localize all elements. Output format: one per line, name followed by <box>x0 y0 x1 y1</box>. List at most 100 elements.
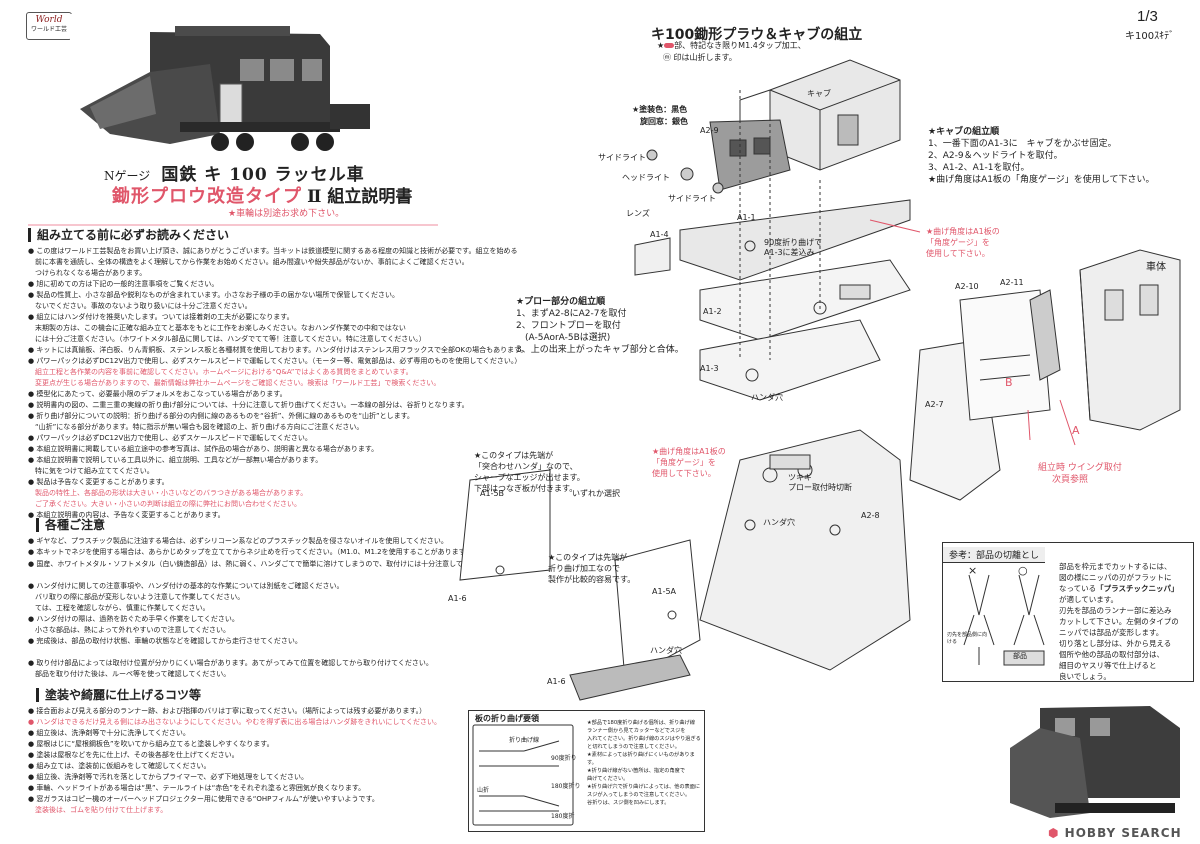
label-solder-hole-2: ハンダ穴 <box>763 518 795 527</box>
label-a1-4: A1-4 <box>650 230 669 239</box>
plow-step-3: 3、上の出来上がったキャブ部分と合体。 <box>516 345 684 355</box>
read-first-line: ● 折り曲げ部分についての説明：折り曲げる部分の内側に線のあるものを“谷折”、外… <box>28 412 414 420</box>
fold-label-180b: 180度折 <box>551 813 575 820</box>
finishing-line: ● ハンダはできるだけ見える側にはみ出さないようにしてください。やむを得ず表に出… <box>28 718 442 726</box>
fold-label-mountain: 山折 <box>477 787 490 794</box>
caution-line <box>28 570 438 580</box>
label-a2-10: A2-10 <box>955 282 979 291</box>
page-number: 1/3 <box>1137 8 1158 25</box>
plow-step-2b: (A-5AorA-5Bは選択) <box>516 333 611 343</box>
wheel-note: ★車輪は別途お求め下さい。 <box>228 209 345 219</box>
label-a1-5a: A1-5A <box>652 587 677 596</box>
wing-note-line-2: 次頁参照 <box>1052 475 1089 485</box>
read-first-line: ● 本組立説明書で説明している工具以外に、組立説明、工具などが一部無い場合があり… <box>28 456 323 464</box>
cut-note-1: ツキギ <box>788 473 812 482</box>
reference-line: が適しています。 <box>1059 595 1119 604</box>
plow-procedure-heading: ★プロー部分の組立順 <box>516 297 606 307</box>
reference-line: 良いでしょう。 <box>1059 672 1111 681</box>
read-first-line: ご了承ください。大きい・小さいの判断は組立の際に弊社にお問い合わせください。 <box>28 500 301 508</box>
read-first-line: ● 本組立説明書に掲載している組立途中の参考写真は、試作品の場合があり、説明書と… <box>28 445 379 453</box>
reference-part-label: 部品 <box>1013 652 1027 660</box>
angle-note-top-line-2: 「角度ゲージ」を <box>926 238 990 247</box>
plow-procedure: ★プロー部分の組立順 1、まずA2-8にA2-7を取付 2、フロントプローを取付… <box>516 296 684 356</box>
fold-note-line: ★折り曲げ穴で折り曲げによっては、他の表面に <box>587 784 701 790</box>
plow-step-1: 1、まずA2-8にA2-7を取付 <box>516 309 627 319</box>
caution-line: ● ギヤなど、プラスチック製品に注油する場合は、必ずシリコーン系などのプラスチッ… <box>28 537 448 545</box>
finishing-line: ● 屋根はじに“屋根鋼板色”を吹いてから組み立てると塗装しやすくなります。 <box>28 740 274 748</box>
logo-text-bottom: ワールド工芸 <box>30 26 67 33</box>
fold-label-180: 180度折り <box>551 783 581 790</box>
brand-logo: World ワールド工芸 <box>26 12 72 40</box>
label-a1-2: A1-2 <box>703 307 722 316</box>
read-first-line: には十分ご注意ください。（ホワイトメタル部品に関しては、ハンダでてて等！注意して… <box>28 335 426 343</box>
read-first-line: つけられなくなる場合があります。 <box>28 269 147 277</box>
reference-line: 切り落とし部分は、外から見える <box>1059 639 1172 648</box>
label-solder-hole-3: ハンダ穴 <box>650 646 682 655</box>
watermark: ⬢ HOBBY SEARCH <box>1048 826 1182 840</box>
angle-note-mid-line-1: ★曲げ角度はA1板の <box>652 447 726 456</box>
read-first-line: 製品の特性上、各部品の形状は大きい・小さいなどのバラつきがある場合があります。 <box>28 489 308 497</box>
fold-note-line: 曲げてください。 <box>587 776 629 782</box>
watermark-text: HOBBY SEARCH <box>1064 826 1182 840</box>
caution-line <box>28 647 438 657</box>
reference-line: カットして下さい。左側のタイプの <box>1059 617 1179 626</box>
type-note-1-line-2: 「突合わせハンダ」なので、 <box>474 462 578 471</box>
label-lens: レンズ <box>626 209 650 218</box>
cab-procedure-heading: ★キャブの組立順 <box>928 127 1000 137</box>
read-first-line: 変更点が生じる場合がありますので、最新情報は弊社ホームページをご確認ください。検… <box>28 379 441 387</box>
assembly-legend-2: ⓜ 印は山折します。 <box>663 53 737 62</box>
read-first-line: “山折”になる部分があります。特に指示が無い場合も図を確認の上、折り曲げる方向に… <box>28 423 364 431</box>
type-note-fold: ★このタイプは先端が 折り曲げ加工なので 製作が比較的容易です。 <box>548 552 635 585</box>
read-first-line: 前に本書を通読し、全体の構造をよく理解してから作業をお始めください。組み間違いや… <box>28 258 469 266</box>
read-first-line: 末期製の方は、この機会に正確な組み立てと基本をもとに工作をお楽しみください。なお… <box>28 324 406 332</box>
fold-note-line: 入れてください。折り曲げ線のスジはやり過ぎる <box>587 736 701 742</box>
title-line-2: 鋤形プロウ改造タイプ Ⅱ 組立説明書 <box>112 182 412 208</box>
label-car-body: 車体 <box>1146 262 1166 273</box>
type-note-2-line-1: ★このタイプは先端が <box>548 553 628 562</box>
caution-line: ● 取り付け部品によっては取付け位置が分かりにくい場合があります。あてがってみて… <box>28 659 433 667</box>
cab-step-2: 2、A2-9＆ヘッドライトを取付。 <box>928 151 1063 161</box>
reference-line: ニッパでは部品が変形します。 <box>1059 628 1164 637</box>
legend-star: ★ <box>657 41 665 50</box>
section-heading-finishing: 塗装や綺麗に仕上げるコツ等 <box>36 688 438 702</box>
reference-bold-phrase: 「プラスチックニッパ」 <box>1096 584 1179 593</box>
caution-line: ● ハンダ付けに関しての注意事項や、ハンダ付けの基本的な作業については別紙をご確… <box>28 582 344 590</box>
fold-note-line: 谷折りは、スジ側を凹みにします。 <box>587 800 670 806</box>
cab-step-1: 1、一番下面のA1-3に キャブをかぶせ固定。 <box>928 139 1117 149</box>
finishing-line: ● 組み立ては、塗装前に仮組みをして確認してください。 <box>28 762 211 770</box>
label-a1-5b: A1-5B <box>480 489 505 498</box>
label-side-light-1: サイドライト <box>598 153 646 162</box>
reference-line: 図の様にニッパの刃がフラットに <box>1059 573 1172 582</box>
reference-line: 部品を枠元までカットするには、 <box>1059 562 1172 571</box>
reference-line: なっている「プラスチックニッパ」 <box>1059 584 1179 593</box>
label-solder-hole-1: ハンダ穴 <box>751 393 783 402</box>
paint-note-2: 旋回窓：銀色 <box>632 117 688 126</box>
label-a2-11: A2-11 <box>1000 278 1024 287</box>
fold-note-line: と切れてしまうので注意してください。 <box>587 744 680 750</box>
section-heading-cautions: 各種ご注意 <box>36 518 438 532</box>
label-a1-6-bottom: A1-6 <box>547 677 566 686</box>
section-heading-read-first: 組み立てる前に必ずお読みください <box>28 228 438 242</box>
assembly-legend-1: ★部、特記なき限りM1.4タップ加工、 <box>657 40 806 51</box>
caution-line: バリ取りの際に部品が変形しないよう注意して作業してください。 <box>28 593 245 601</box>
reference-line: 個所や他の部品の取付部分は、 <box>1059 650 1164 659</box>
assembly-title: キ100鋤形プラウ＆キャブの組立 <box>651 27 863 43</box>
good-example-mark: ○ <box>1018 564 1028 577</box>
read-first-line: ● 組立にはハンダ付けを推奨いたします。ついては接着剤の工夫が必要になります。 <box>28 313 294 321</box>
label-headlight: ヘッドライト <box>622 173 670 182</box>
label-either-select: いずれか選択 <box>572 489 620 498</box>
finished-model-photo <box>1000 688 1195 828</box>
plow-step-2: 2、フロントプローを取付 <box>516 321 621 331</box>
read-first-line: ● 製品の性質上、小さな部品や鋭利なものが含まれています。小さなお子様の手の届か… <box>28 291 400 299</box>
read-first-line: ● キットには真鍮板、洋白板、りん青銅板、ステンレス板と各種材質を使用しておりま… <box>28 346 528 354</box>
section-finishing-tips: 塗装や綺麗に仕上げるコツ等 ● 接合面および見える部分のランナー跡、および指揮の… <box>28 688 442 816</box>
finishing-line: ● 窓ガラスはコピー機のオーバーヘッドプロジェクター用に使用できる“OHPフィル… <box>28 795 379 803</box>
label-point-b: B <box>1005 376 1013 389</box>
read-first-line: 組立工程と各作業の内容を事前に確認してください。ホームページにおける“Q&A”で… <box>28 368 413 376</box>
angle-note-top: ★曲げ角度はA1板の 「角度ゲージ」を 使用して下さい。 <box>926 226 1000 259</box>
label-a1-6-top: A1-6 <box>448 594 467 603</box>
type-note-1-line-4: 下部はつなぎ板が付きます。 <box>474 484 578 493</box>
logo-text-top: World <box>35 15 63 25</box>
read-first-list: ● この度はワールド工芸製品をお買い上げ頂き、誠にありがとうございます。当キット… <box>28 246 528 520</box>
finishing-line: ● 組立後、洗浄剤等で汚れを落としてからプライマーで、必ず下地処理をしてください… <box>28 773 309 781</box>
